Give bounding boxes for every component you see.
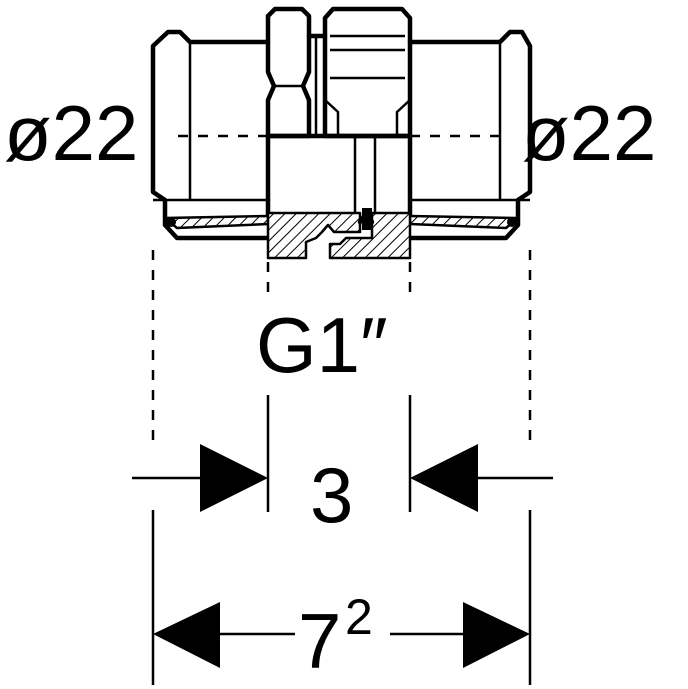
hex-body-left xyxy=(265,6,312,139)
left-press-sleeve xyxy=(150,29,271,241)
total-dimension-sup: 2 xyxy=(345,589,373,645)
hatched-union-section xyxy=(328,211,412,260)
right-diameter-label: ø22 xyxy=(522,89,656,177)
right-press-sleeve xyxy=(407,29,533,241)
union-nut-chamfer xyxy=(324,99,411,136)
hatched-hex-section xyxy=(266,211,362,260)
dim-inner-right-arrow xyxy=(410,444,478,512)
left-diameter-label: ø22 xyxy=(4,89,138,177)
hatched-wall-right xyxy=(408,214,520,230)
inner-dimension-label: 3 xyxy=(310,451,353,539)
hatched-wall-left xyxy=(163,214,270,230)
dim-total-left-arrow xyxy=(153,602,220,668)
dim-total-right-arrow xyxy=(463,602,530,668)
dim-inner-left-arrow xyxy=(200,444,268,512)
o-ring-right xyxy=(507,217,517,227)
total-dimension-base: 7 xyxy=(298,597,341,685)
gasket-dot xyxy=(362,208,372,230)
o-ring-left xyxy=(166,217,176,227)
thread-label: G1″ xyxy=(256,301,388,389)
